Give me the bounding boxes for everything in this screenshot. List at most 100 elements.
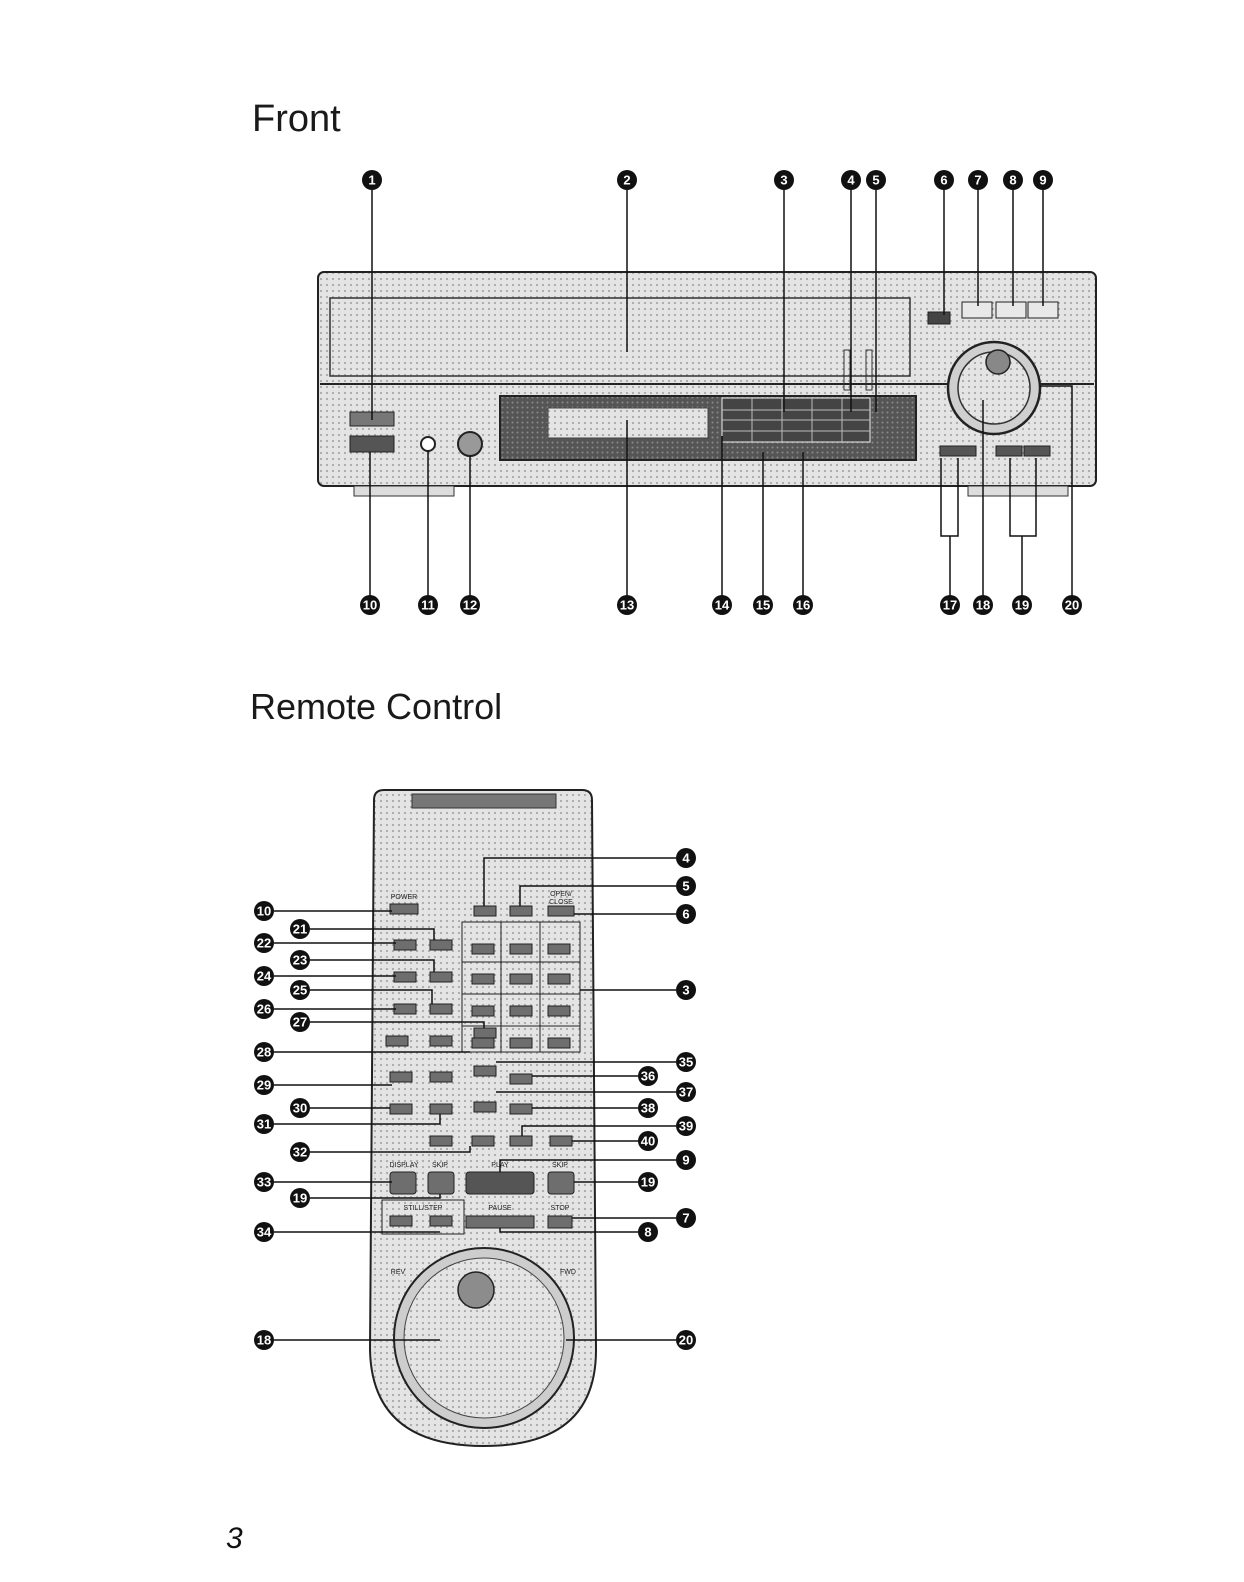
remote-stop-label: STOP	[551, 1205, 570, 1212]
remote-number-key[interactable]	[472, 1038, 494, 1048]
remote-callout-20: 20	[676, 1330, 696, 1350]
disc-tray[interactable]	[330, 298, 910, 376]
callout-number: 7	[682, 1211, 689, 1226]
front-skip-prev-button[interactable]	[996, 446, 1022, 456]
remote-button-39[interactable]	[510, 1136, 532, 1146]
remote-skip-right-label: SKIP	[552, 1162, 568, 1169]
front-play-button[interactable]	[962, 302, 992, 318]
callout-number: 19	[641, 1175, 655, 1190]
remote-number-key[interactable]	[472, 974, 494, 984]
remote-button-31[interactable]	[430, 1104, 452, 1114]
remote-skip-prev-button[interactable]	[428, 1172, 454, 1194]
remote-number-key[interactable]	[548, 974, 570, 984]
remote-callout-31: 31	[254, 1114, 274, 1134]
remote-callout-36: 36	[638, 1066, 658, 1086]
callout-10: 10	[360, 595, 380, 615]
callout-number: 19	[1015, 598, 1029, 613]
remote-button-23[interactable]	[430, 972, 452, 982]
remote-stop-button[interactable]	[548, 1216, 572, 1228]
remote-callout-4: 4	[676, 848, 696, 868]
remote-button-30[interactable]	[390, 1104, 412, 1114]
remote-button-36[interactable]	[510, 1074, 532, 1084]
remote-button-32b[interactable]	[472, 1136, 494, 1146]
remote-button-40[interactable]	[550, 1136, 572, 1146]
callout-14: 14	[712, 595, 732, 615]
remote-callout-40: 40	[638, 1131, 658, 1151]
remote-button-32a[interactable]	[430, 1136, 452, 1146]
front-pause-button[interactable]	[996, 302, 1026, 318]
callout-number: 40	[641, 1134, 655, 1149]
callout-number: 36	[641, 1069, 655, 1084]
remote-number-key[interactable]	[510, 974, 532, 984]
front-power-button[interactable]	[350, 436, 394, 452]
remote-still-step-fwd-button[interactable]	[430, 1216, 452, 1226]
phones-jack[interactable]	[421, 437, 435, 451]
remote-button-29a[interactable]	[390, 1072, 412, 1082]
remote-pause-label: PAUSE	[488, 1205, 512, 1212]
callout-number: 18	[976, 598, 990, 613]
front-open-close-button[interactable]	[928, 312, 950, 324]
phones-level-knob[interactable]	[458, 432, 482, 456]
callout-4: 4	[841, 170, 861, 190]
front-skip-next-button[interactable]	[1024, 446, 1050, 456]
remote-button-28a[interactable]	[386, 1036, 408, 1046]
remote-button-24[interactable]	[394, 972, 416, 982]
remote-number-key[interactable]	[472, 1006, 494, 1016]
remote-skip-left-label: SKIP	[432, 1162, 448, 1169]
callout-number: 7	[974, 173, 981, 188]
callout-number: 2	[623, 173, 630, 188]
remote-open-close-button[interactable]	[548, 906, 574, 916]
digital-fine-button[interactable]	[940, 446, 976, 456]
remote-button-29b[interactable]	[430, 1072, 452, 1082]
remote-button-35[interactable]	[474, 1066, 496, 1076]
remote-number-key[interactable]	[548, 1006, 570, 1016]
remote-button-5[interactable]	[510, 906, 532, 916]
remote-button-4[interactable]	[474, 906, 496, 916]
remote-pause-button[interactable]	[466, 1216, 534, 1228]
remote-callout-23: 23	[290, 950, 310, 970]
display-segment-area	[548, 408, 708, 438]
remote-number-key[interactable]	[472, 944, 494, 954]
remote-skip-next-button[interactable]	[548, 1172, 574, 1194]
remote-callout-35: 35	[676, 1052, 696, 1072]
remote-button-21[interactable]	[430, 940, 452, 950]
callout-8: 8	[1003, 170, 1023, 190]
remote-fwd-label: FWD	[560, 1269, 576, 1276]
remote-button-28b[interactable]	[430, 1036, 452, 1046]
callout-number: 8	[1009, 173, 1016, 188]
remote-callout-21: 21	[290, 919, 310, 939]
callout-number: 21	[293, 922, 307, 937]
callout-18: 18	[973, 595, 993, 615]
remote-button-26[interactable]	[394, 1004, 416, 1014]
remote-number-key[interactable]	[510, 1006, 532, 1016]
remote-open-close-label-1: OPEN/	[550, 891, 572, 898]
remote-rev-label: REV	[391, 1269, 406, 1276]
remote-number-key[interactable]	[548, 944, 570, 954]
remote-play-button[interactable]	[466, 1172, 534, 1194]
remote-button-37[interactable]	[474, 1102, 496, 1112]
callout-number: 38	[641, 1101, 655, 1116]
callout-12: 12	[460, 595, 480, 615]
front-jog-finger-dimple	[986, 350, 1010, 374]
remote-button-38[interactable]	[510, 1104, 532, 1114]
remote-callout-10: 10	[254, 901, 274, 921]
callout-number: 23	[293, 953, 307, 968]
callout-number: 39	[679, 1119, 693, 1134]
remote-button-25[interactable]	[430, 1004, 452, 1014]
callout-number: 10	[363, 598, 377, 613]
remote-callout-34: 34	[254, 1222, 274, 1242]
remote-number-key[interactable]	[548, 1038, 570, 1048]
remote-number-key[interactable]	[510, 944, 532, 954]
callout-number: 25	[293, 983, 307, 998]
remote-number-key[interactable]	[510, 1038, 532, 1048]
callout-number: 18	[257, 1333, 271, 1348]
remote-callout-9: 9	[676, 1150, 696, 1170]
remote-button-22[interactable]	[394, 940, 416, 950]
remote-callout-8: 8	[638, 1222, 658, 1242]
remote-still-step-back-button[interactable]	[390, 1216, 412, 1226]
remote-button-27[interactable]	[474, 1028, 496, 1038]
remote-power-button[interactable]	[390, 904, 418, 914]
callout-number: 3	[682, 983, 689, 998]
remote-display-button[interactable]	[390, 1172, 416, 1194]
callout-number: 8	[644, 1225, 651, 1240]
